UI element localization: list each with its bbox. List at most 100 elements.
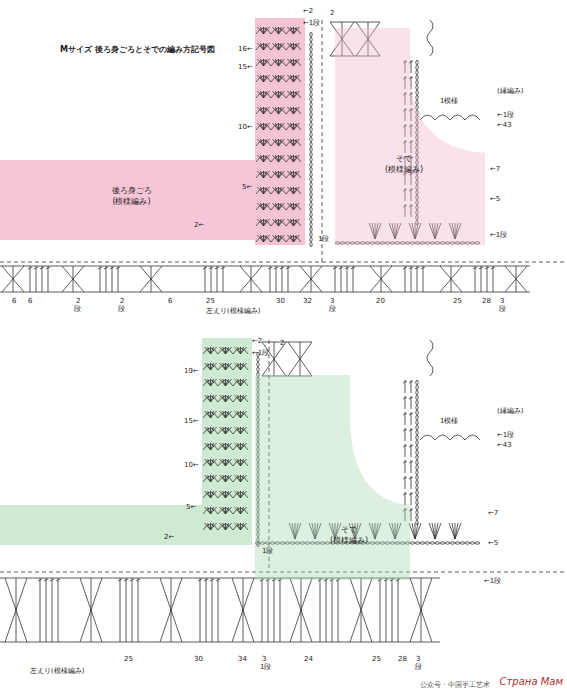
stitch-symbol bbox=[286, 140, 301, 146]
stitch-symbol bbox=[416, 415, 418, 419]
stitch-symbol bbox=[62, 266, 84, 292]
stitch-symbol bbox=[415, 267, 419, 269]
stitch-symbol bbox=[223, 347, 226, 354]
stitch-symbol bbox=[310, 57, 312, 61]
stitch-symbol bbox=[276, 27, 279, 34]
stitch-symbol bbox=[215, 267, 219, 269]
stitch-symbol bbox=[286, 172, 301, 178]
stitch-symbol bbox=[415, 523, 421, 539]
stitch-symbol bbox=[258, 43, 264, 50]
area-fill bbox=[255, 375, 410, 580]
stitch-symbol bbox=[416, 430, 418, 434]
stitch-symbol bbox=[294, 187, 300, 194]
stitch-symbol bbox=[256, 28, 271, 34]
stitch-symbol bbox=[291, 59, 294, 66]
stitch-symbol bbox=[455, 523, 461, 539]
stitch-symbol bbox=[258, 123, 264, 130]
stitch-symbol bbox=[211, 347, 217, 354]
callout-number: 10← bbox=[184, 462, 199, 469]
stitch-symbol bbox=[326, 578, 327, 642]
stitch-symbol bbox=[347, 266, 348, 292]
callout-number: 25 bbox=[453, 298, 462, 305]
stitch-symbol bbox=[261, 75, 264, 82]
stitch-symbol bbox=[335, 266, 336, 292]
callout-number: 32 bbox=[303, 298, 312, 305]
stitch-symbol bbox=[288, 266, 289, 292]
stitch-symbol bbox=[288, 155, 294, 162]
chart-title: Mサイズ 後ろ身ごろとそでの編み方記号図 bbox=[60, 44, 215, 55]
stitch-symbol bbox=[416, 480, 418, 484]
stitch-symbol bbox=[409, 267, 413, 269]
stitch-symbol bbox=[288, 203, 294, 210]
stitch-symbol bbox=[52, 578, 53, 642]
stitch-symbol bbox=[475, 266, 476, 292]
stitch-symbol bbox=[220, 347, 226, 354]
stitch-symbol bbox=[160, 578, 182, 642]
stitch-symbol bbox=[218, 412, 233, 418]
stitch-symbol bbox=[233, 524, 248, 530]
callout-number: ←1段 bbox=[484, 578, 501, 585]
stitch-symbol bbox=[300, 342, 301, 376]
stitch-symbol bbox=[276, 187, 279, 194]
stitch-symbol bbox=[203, 444, 218, 450]
stitch-symbol bbox=[370, 266, 392, 292]
stitch-symbol bbox=[0, 292, 530, 293]
stitch-symbol bbox=[203, 380, 218, 386]
stitch-symbol bbox=[452, 523, 455, 539]
callout-number: 16← bbox=[238, 46, 253, 53]
stitch-symbol bbox=[435, 523, 441, 539]
stitch-symbol bbox=[350, 578, 372, 642]
stitch-symbol bbox=[288, 107, 294, 114]
stitch-symbol bbox=[465, 435, 480, 440]
stitch-symbol bbox=[493, 266, 494, 292]
stitch-symbol bbox=[416, 440, 418, 444]
stitch-symbol bbox=[223, 379, 226, 386]
stitch-symbol bbox=[46, 267, 50, 269]
sleeve-area: そで(模様編み) bbox=[335, 28, 485, 245]
stitch-symbol bbox=[279, 155, 285, 162]
stitch-symbol bbox=[286, 236, 301, 242]
stitch-symbol bbox=[203, 492, 218, 498]
stitch-symbol bbox=[261, 43, 264, 50]
stitch-symbol bbox=[203, 364, 218, 370]
stitch-symbol bbox=[232, 578, 254, 642]
callout-number: ←5 bbox=[490, 196, 500, 203]
stitch-symbol bbox=[209, 267, 213, 269]
stitch-symbol bbox=[276, 43, 279, 50]
stitch-symbol bbox=[16, 578, 17, 642]
stitch-symbol bbox=[415, 542, 419, 544]
node-text: そで(模様編み) bbox=[345, 154, 463, 176]
stitch-symbol bbox=[211, 395, 217, 402]
stitch-symbol bbox=[291, 43, 294, 50]
stitch-symbol bbox=[120, 578, 121, 642]
callout-number: 2 bbox=[120, 298, 124, 305]
stitch-symbol bbox=[208, 347, 211, 354]
stitch-symbol bbox=[138, 578, 139, 642]
stitch-symbol bbox=[279, 219, 285, 226]
stitch-symbol bbox=[271, 124, 286, 130]
stitch-symbol bbox=[310, 37, 312, 41]
stitch-symbol bbox=[208, 523, 211, 530]
stitch-symbol bbox=[417, 266, 418, 292]
stitch-symbol bbox=[470, 542, 474, 544]
stitch-symbol bbox=[262, 342, 286, 376]
stitch-symbol bbox=[203, 460, 218, 466]
stitch-symbol bbox=[40, 578, 41, 642]
stitch-symbol bbox=[235, 443, 241, 450]
stitch-symbol bbox=[429, 523, 435, 539]
callout-number: 3 bbox=[330, 298, 334, 305]
stitch-symbol bbox=[410, 542, 414, 544]
stitch-symbol bbox=[46, 578, 47, 642]
stitch-symbol bbox=[256, 140, 271, 146]
stitch-symbol bbox=[261, 27, 264, 34]
stitch-symbol bbox=[100, 266, 101, 292]
stitch-symbol bbox=[403, 493, 407, 495]
callout-number: 1模様 bbox=[440, 98, 458, 105]
stitch-symbol bbox=[416, 515, 418, 519]
stitch-symbol bbox=[310, 102, 312, 106]
stitch-symbol bbox=[211, 363, 217, 370]
stitch-symbol bbox=[5, 578, 27, 642]
callout-number: 3 bbox=[500, 298, 504, 305]
stitch-symbol bbox=[403, 461, 407, 463]
stitch-symbol bbox=[273, 43, 279, 50]
